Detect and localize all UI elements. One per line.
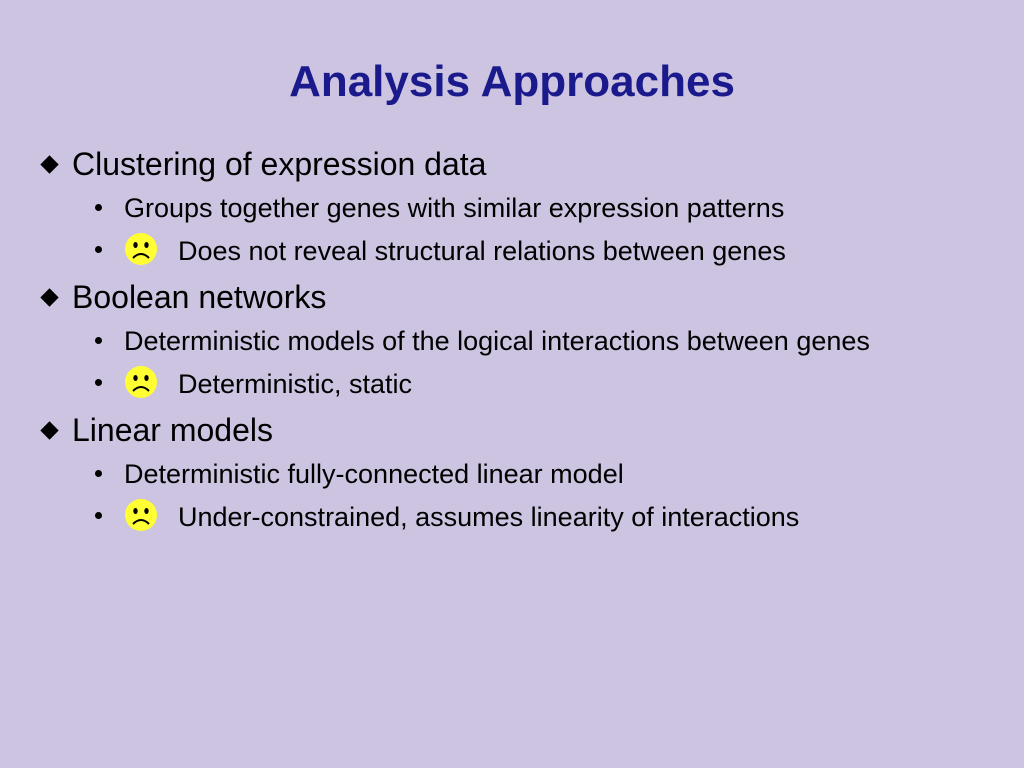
sad-face-icon bbox=[125, 233, 157, 265]
sub-bullet: Groups together genes with similar expre… bbox=[40, 190, 990, 226]
sub-bullet-text: Under-constrained, assumes linearity of … bbox=[178, 502, 800, 532]
sad-face-icon bbox=[125, 366, 157, 398]
bullet-heading: Linear models bbox=[72, 412, 273, 448]
bullet-linear-models: Linear models bbox=[40, 408, 990, 452]
bullet-boolean-networks: Boolean networks bbox=[40, 275, 990, 319]
slide-title: Analysis Approaches bbox=[289, 57, 735, 106]
sub-bullet: Deterministic models of the logical inte… bbox=[40, 323, 990, 359]
diamond-bullet-icon bbox=[40, 155, 59, 174]
sub-bullet: Under-constrained, assumes linearity of … bbox=[40, 498, 990, 535]
dot-bullet-icon bbox=[95, 204, 102, 211]
sub-bullet-text: Deterministic fully-connected linear mod… bbox=[124, 459, 624, 489]
diamond-bullet-icon bbox=[40, 421, 59, 440]
dot-bullet-icon bbox=[95, 512, 102, 519]
sub-bullet-text: Deterministic, static bbox=[178, 369, 413, 399]
dot-bullet-icon bbox=[95, 337, 102, 344]
dot-bullet-icon bbox=[95, 379, 102, 386]
bullet-heading: Boolean networks bbox=[72, 279, 327, 315]
bullet-heading: Clustering of expression data bbox=[72, 146, 487, 182]
sub-bullet: Deterministic fully-connected linear mod… bbox=[40, 456, 990, 492]
sub-bullet-text: Does not reveal structural relations bet… bbox=[178, 236, 786, 266]
sub-bullet: Deterministic, static bbox=[40, 365, 990, 402]
sub-bullet-text: Deterministic models of the logical inte… bbox=[124, 326, 870, 356]
slide-content: Clustering of expression data Groups tog… bbox=[40, 142, 990, 541]
dot-bullet-icon bbox=[95, 246, 102, 253]
bullet-clustering: Clustering of expression data bbox=[40, 142, 990, 186]
dot-bullet-icon bbox=[95, 470, 102, 477]
sub-bullet: Does not reveal structural relations bet… bbox=[40, 232, 990, 269]
sub-bullet-text: Groups together genes with similar expre… bbox=[124, 193, 785, 223]
diamond-bullet-icon bbox=[40, 288, 59, 307]
sad-face-icon bbox=[125, 499, 157, 531]
